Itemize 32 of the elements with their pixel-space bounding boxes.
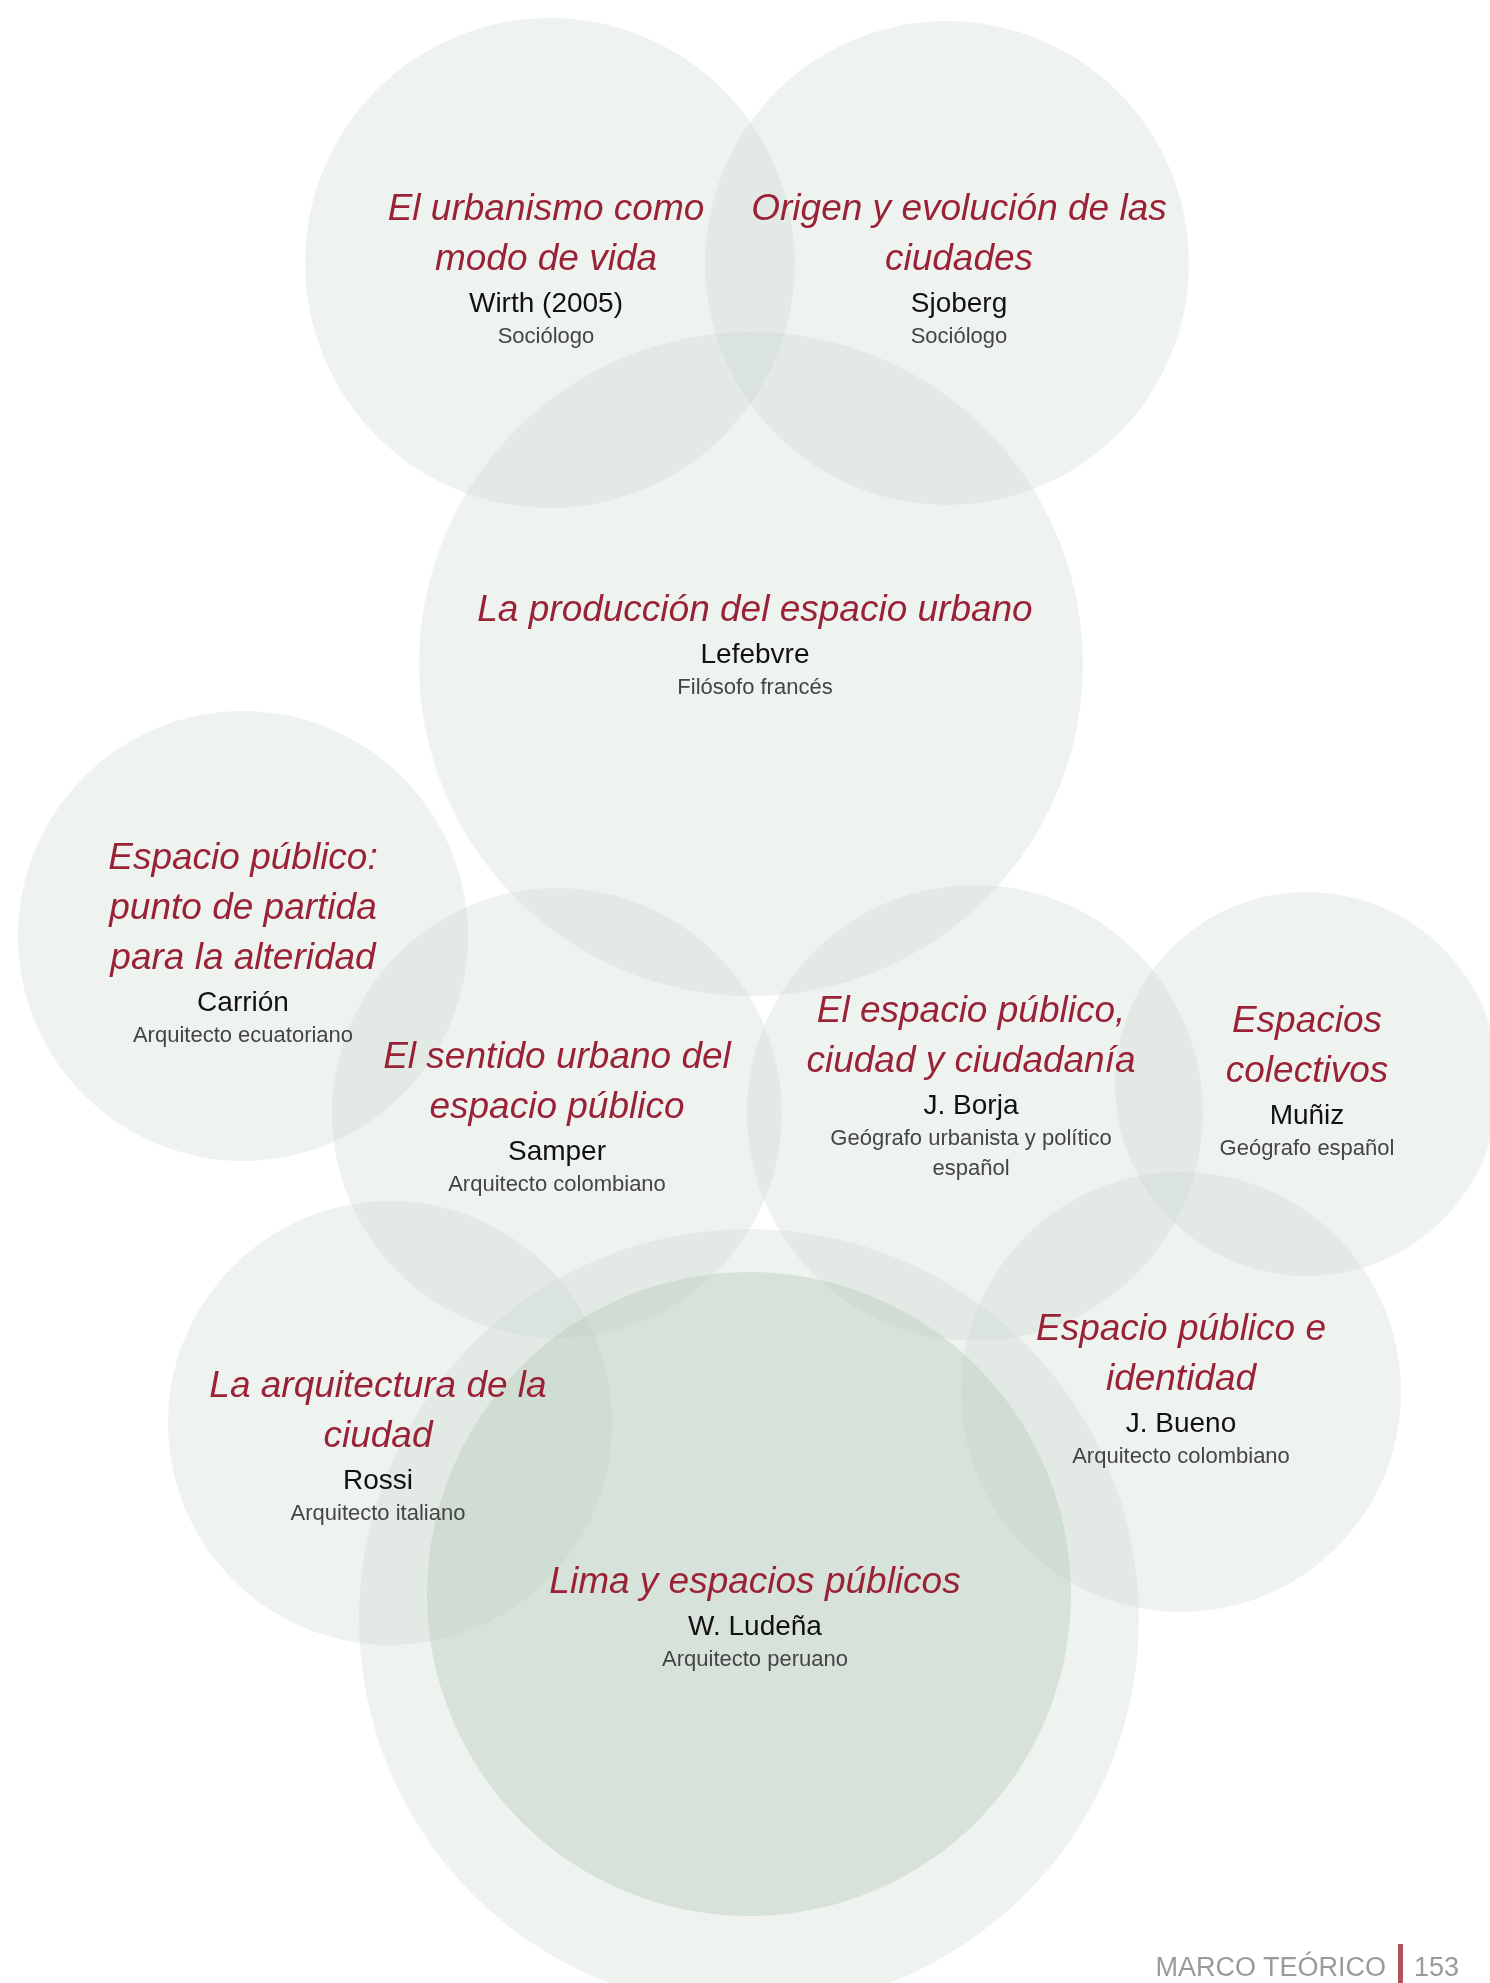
topic-title: Lima y espacios públicos <box>548 1559 962 1603</box>
author-name: Lefebvre <box>699 637 811 671</box>
topic-title: Origen y evolución de las ciudades <box>750 186 1168 280</box>
topic-title: Espacios colectivos <box>1224 998 1390 1092</box>
page-number: 153 <box>1414 1951 1460 1983</box>
author-name: Sjoberg <box>909 286 1009 320</box>
author-role: Arquitecto ecuatoriano <box>131 1021 355 1049</box>
section-footer: MARCO TEÓRICO <box>1155 1950 1386 1983</box>
topic-title: La producción del espacio urbano <box>476 587 1034 631</box>
author-name: Samper <box>506 1134 607 1168</box>
author-name: Muñiz <box>1268 1098 1346 1132</box>
topic-title: El urbanismo como modo de vida <box>386 186 706 280</box>
author-name: Carrión <box>196 985 290 1019</box>
author-name: J. Borja <box>922 1088 1020 1122</box>
topic-title: La arquitectura de la ciudad <box>208 1363 548 1457</box>
author-role: Arquitecto colombiano <box>1071 1442 1291 1470</box>
author-role: Arquitecto colombiano <box>447 1170 667 1198</box>
author-role: Arquitecto italiano <box>289 1499 467 1527</box>
topic-title: Espacio público e identidad <box>1035 1306 1327 1400</box>
topic-title: El sentido urbano del espacio público <box>382 1034 733 1128</box>
author-name: Wirth (2005) <box>467 286 624 320</box>
author-name: W. Ludeña <box>687 1609 823 1643</box>
author-role: Geógrafo español <box>1218 1134 1396 1162</box>
author-name: J. Bueno <box>1124 1406 1238 1440</box>
author-role: Sociólogo <box>496 322 596 350</box>
author-name: Rossi <box>342 1463 414 1497</box>
author-role: Arquitecto peruano <box>661 1645 849 1673</box>
author-role: Geógrafo urbanista y político español <box>829 1124 1113 1182</box>
author-role: Filósofo francés <box>676 673 834 701</box>
author-role: Sociólogo <box>909 322 1009 350</box>
topic-title: Espacio público: punto de partida para la alteridad <box>107 835 379 979</box>
topic-title: El espacio público, ciudad y ciudadanía <box>805 988 1137 1082</box>
